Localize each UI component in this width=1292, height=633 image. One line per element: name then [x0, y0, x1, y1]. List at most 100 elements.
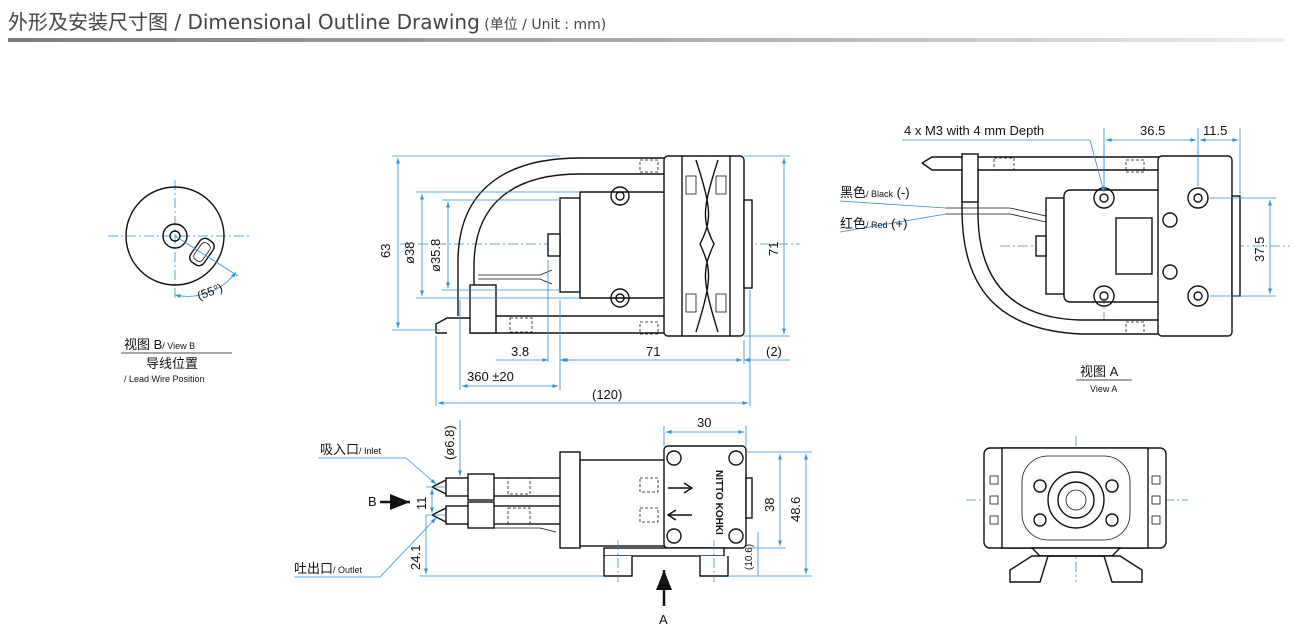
side-screw-bottom: [610, 288, 630, 308]
view-a-lead-wires: [946, 207, 1047, 223]
view-a-hole-1-inner: [1099, 193, 1109, 203]
view-a-fitting-hidden: [993, 157, 1015, 171]
bottom-flow-arrow-out: [666, 509, 692, 521]
side-pump-head: [663, 155, 745, 337]
view-b-sub-en: / Lead Wire Position: [124, 374, 205, 384]
view-a-nozzle: [921, 156, 962, 171]
view-a-hidden-bottom: [1125, 321, 1145, 335]
side-motor-shaft: [547, 233, 561, 257]
end-view-slot-6: [1151, 515, 1161, 525]
bottom-inlet-fitting: [467, 473, 495, 501]
title-cn: 外形及安装尺寸图: [8, 10, 168, 34]
outlet-label: 吐出口/ Outlet: [294, 561, 363, 576]
view-a-caption: 视图 A: [1080, 364, 1119, 379]
view-b-angle-label: (55°): [195, 281, 224, 303]
bottom-screw-4: [728, 528, 744, 544]
dim-38: 38: [762, 498, 777, 512]
end-view-chamber: [1021, 455, 1131, 541]
view-a-screw-2: [1162, 264, 1178, 280]
inlet-label: 吸入口/ Inlet: [320, 442, 382, 457]
dim-71-vertical: 71: [766, 242, 781, 256]
side-fitting-hidden-bottom: [639, 321, 659, 335]
dim-dia35-8: ø35.8: [428, 239, 443, 272]
bottom-pump-endplate: [745, 477, 753, 519]
side-fitting-hidden: [509, 317, 533, 333]
end-view-port: [1065, 489, 1087, 511]
view-a-black-leader: [839, 200, 947, 209]
bottom-inlet-nozzle: [431, 479, 447, 495]
side-tube-inner: [473, 173, 668, 316]
view-a-motor-endcap: [1045, 197, 1065, 295]
bottom-inlet-hidden: [507, 477, 531, 495]
side-nozzle: [435, 317, 470, 334]
view-a-caption-en: View A: [1090, 384, 1117, 394]
dim-36-5: 36.5: [1140, 123, 1165, 138]
dim-24-1: 24.1: [408, 545, 423, 570]
red-en: / Red: [866, 220, 888, 230]
bottom-outlet-hidden-head: [639, 507, 659, 523]
side-view: 63 ø38 ø35.8 71 3.8 71 (2) 360 ±20 (120): [378, 155, 800, 406]
black-en: / Black: [866, 189, 894, 199]
view-a-hole-2-inner: [1099, 291, 1109, 301]
outlet-en: / Outlet: [333, 565, 363, 575]
view-b-caption: 视图 B/ View B: [124, 337, 195, 352]
header-rule: [8, 38, 1284, 42]
end-view-slot-4: [1151, 475, 1161, 485]
dim-3-8: 3.8: [511, 344, 529, 359]
black-sign: (-): [893, 185, 910, 200]
bottom-outlet-fitting: [467, 501, 495, 529]
side-pump-endplate: [743, 199, 753, 289]
title-separator: /: [168, 10, 188, 34]
bottom-outlet-hidden: [507, 507, 531, 525]
view-a-hole-4: [1187, 285, 1209, 307]
dim-63: 63: [378, 244, 393, 258]
view-a-pump-endplate: [1231, 195, 1241, 297]
dim-37-5: 37.5: [1252, 237, 1267, 262]
end-view-slot-5: [1151, 495, 1161, 505]
bottom-screw-2: [728, 450, 744, 466]
end-view-slot-3: [989, 515, 999, 525]
dim-48-6: 48.6: [788, 497, 803, 522]
view-a-black-wire-label: 黑色/ Black (-): [840, 185, 910, 200]
view-a-hole-3: [1187, 187, 1209, 209]
bottom-flow-arrow-in: [668, 482, 694, 494]
view-a-motor-shaft: [1035, 235, 1047, 257]
view-b-lead-wire-inner: [193, 242, 211, 262]
side-fitting: [469, 284, 497, 334]
end-view-slot-1: [989, 475, 999, 485]
dim-120: (120): [592, 387, 622, 402]
bottom-motor-body: [579, 459, 667, 547]
side-screw-top: [610, 186, 630, 206]
bottom-motor-endcap: [559, 451, 581, 549]
dim-10-6: (10.6): [744, 544, 755, 570]
view-b-lead-wire-terminal: [189, 237, 215, 267]
end-view-screw-2: [1105, 479, 1119, 493]
side-tube-outer: [457, 157, 668, 316]
end-view-base: [1030, 547, 1122, 557]
end-view-screw-3: [1033, 513, 1047, 527]
side-block-1: [685, 175, 697, 195]
outlet-leader: [379, 517, 437, 578]
page-title: 外形及安装尺寸图 / Dimensional Outline Drawing (…: [8, 6, 606, 35]
dim-2: (2): [766, 344, 782, 359]
side-screw-bottom-inner: [615, 293, 625, 303]
side-diaphragm: [695, 159, 719, 333]
view-b-sub-cn: 导线位置: [146, 356, 198, 371]
side-lead-wires: [478, 269, 553, 285]
end-view-outer-ring: [1047, 471, 1105, 529]
bottom-screw-1: [666, 450, 682, 466]
view-a-hole-4-inner: [1193, 291, 1203, 301]
view-b: (55°) 视图 B/ View B 导线位置 / Lead Wire Posi…: [108, 180, 250, 384]
view-a-hole-2: [1093, 285, 1115, 307]
view-a-tube-outer: [961, 170, 1160, 335]
arrow-a-label: A: [659, 612, 668, 627]
view-a-hole-leader: [1089, 139, 1105, 193]
red-cn: 红色: [840, 216, 866, 231]
inlet-leader: [405, 457, 437, 485]
side-block-3: [715, 175, 727, 195]
dim-30: 30: [697, 415, 711, 430]
dim-71-horizontal: 71: [646, 344, 660, 359]
arrow-b-label: B: [368, 494, 377, 509]
bottom-outlet-nozzle: [431, 507, 447, 523]
